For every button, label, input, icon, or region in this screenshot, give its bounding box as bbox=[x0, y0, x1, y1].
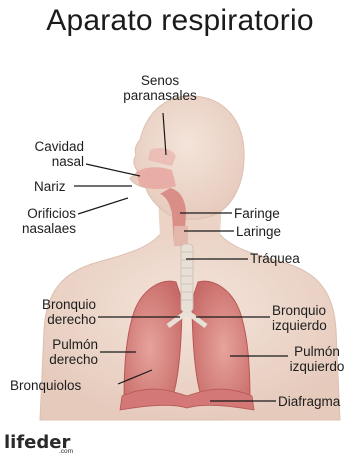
label-bronquio-izq-line2: izquierdo bbox=[272, 318, 327, 333]
label-pulmon-izq-line2: izquierdo bbox=[284, 359, 350, 374]
label-bronquio-derecho: Bronquio derecho bbox=[28, 297, 96, 327]
lifeder-logo-tld: .com bbox=[59, 448, 73, 455]
nasal-cavity bbox=[136, 167, 176, 189]
label-pulmon-izq-line1: Pulmón bbox=[284, 344, 350, 359]
head bbox=[130, 96, 244, 219]
label-cavidad-line1: Cavidad bbox=[20, 139, 84, 154]
label-orificios-line1: Orificios bbox=[10, 206, 76, 221]
label-laringe: Laringe bbox=[236, 224, 281, 239]
label-cavidad-nasal: Cavidad nasal bbox=[20, 139, 84, 169]
label-bronquio-der-line2: derecho bbox=[28, 312, 96, 327]
label-orificios-line2: nasalaes bbox=[10, 221, 76, 236]
label-senos-line1: Senos bbox=[108, 73, 212, 88]
label-bronquiolos: Bronquiolos bbox=[10, 378, 81, 393]
label-bronquio-izq-line1: Bronquio bbox=[272, 303, 327, 318]
label-bronquio-der-line1: Bronquio bbox=[28, 297, 96, 312]
label-pulmon-izquierdo: Pulmón izquierdo bbox=[284, 344, 350, 374]
label-pulmon-derecho: Pulmón derecho bbox=[28, 337, 98, 367]
label-bronquio-izquierdo: Bronquio izquierdo bbox=[272, 303, 327, 333]
label-nariz: Nariz bbox=[34, 179, 66, 194]
label-diafragma: Diafragma bbox=[278, 394, 340, 409]
trachea-shape bbox=[181, 244, 193, 312]
label-senos-line2: paranasales bbox=[108, 88, 212, 103]
label-pulmon-der-line2: derecho bbox=[28, 352, 98, 367]
larynx bbox=[174, 226, 188, 246]
label-cavidad-line2: nasal bbox=[20, 154, 84, 169]
label-pulmon-der-line1: Pulmón bbox=[28, 337, 98, 352]
label-senos-paranasales: Senos paranasales bbox=[108, 73, 212, 103]
label-faringe: Faringe bbox=[234, 206, 280, 221]
label-traquea: Tráquea bbox=[250, 251, 300, 266]
label-orificios-nasales: Orificios nasalaes bbox=[10, 206, 76, 236]
